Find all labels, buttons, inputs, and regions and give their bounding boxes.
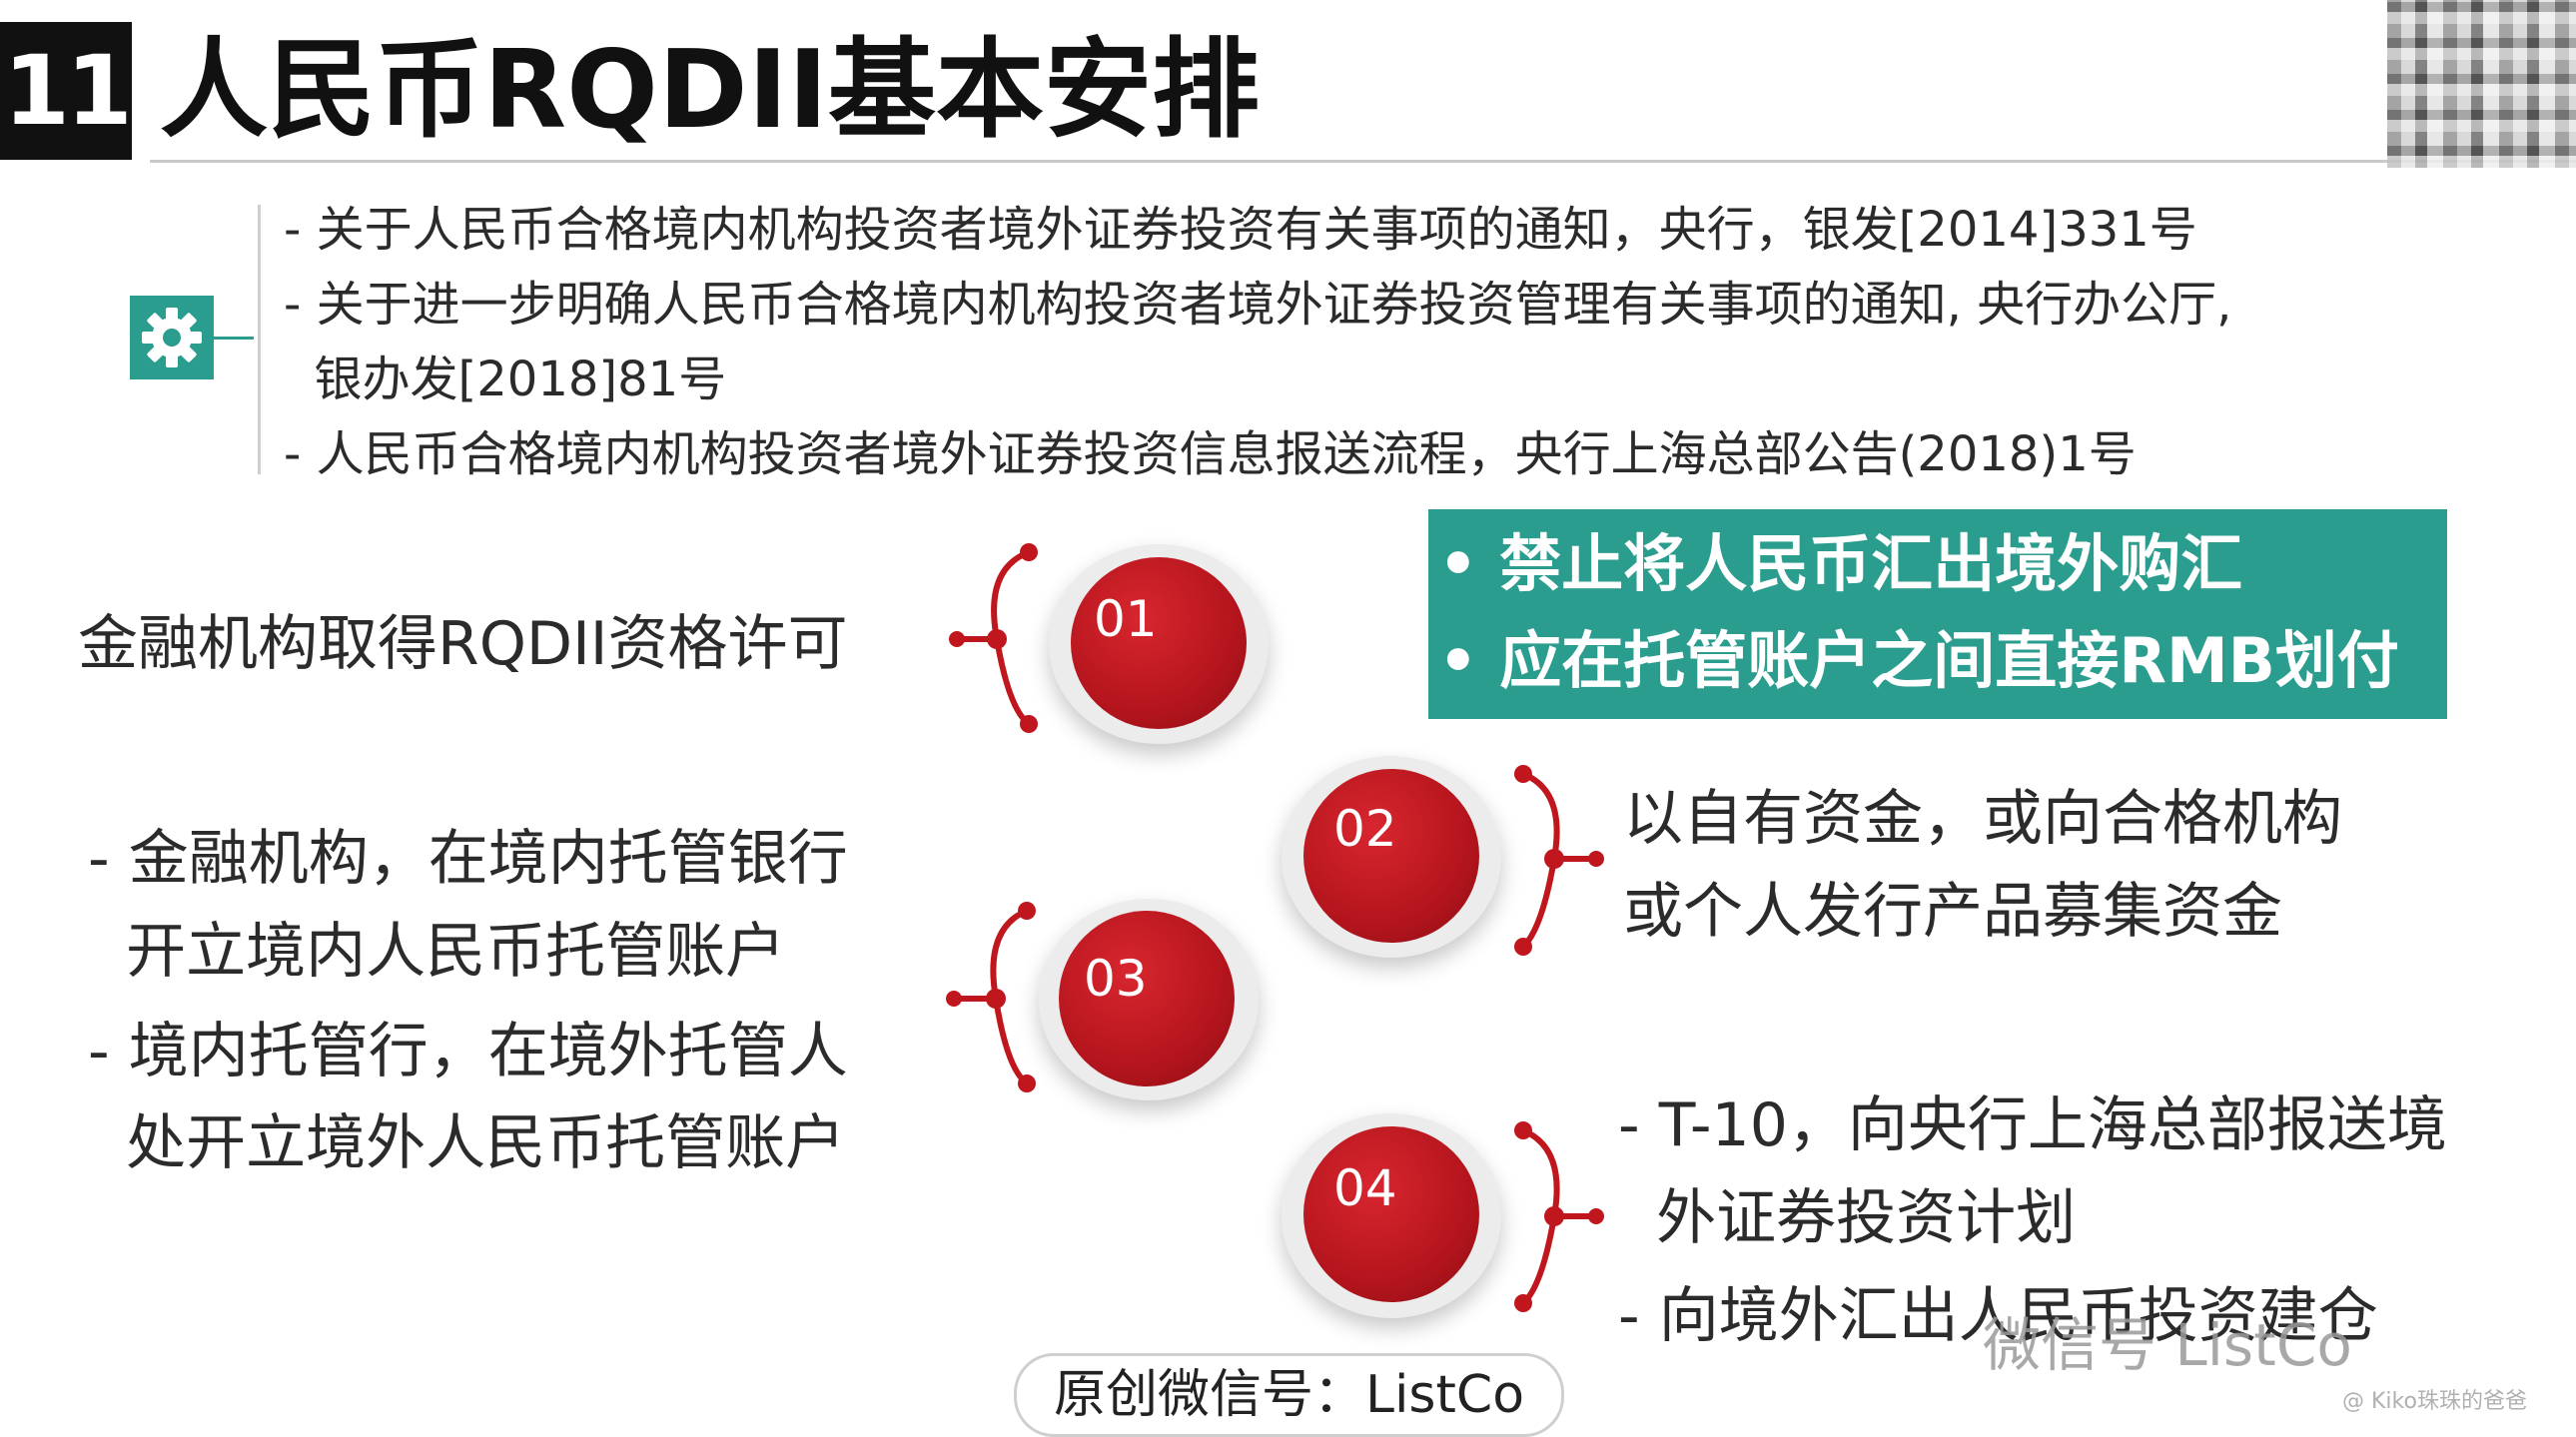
step-02-number: 02 bbox=[1333, 800, 1397, 858]
gear-icon bbox=[130, 296, 214, 379]
step-03-text: - 境内托管行，在境外托管人 bbox=[88, 1017, 848, 1086]
step-04-badge bbox=[1303, 1126, 1479, 1302]
step-01-text: 金融机构取得RQDII资格许可 bbox=[78, 609, 848, 679]
notice-line: • 应在托管账户之间直接RMB划付 bbox=[1438, 624, 2399, 697]
reference-item: 银办发[2018]81号 bbox=[284, 352, 727, 407]
step-03-badge bbox=[1059, 911, 1235, 1086]
notice-line: • 禁止将人民币汇出境外购汇 bbox=[1438, 527, 2243, 600]
step-03-number: 03 bbox=[1084, 950, 1148, 1008]
wechat-id-label: 原创微信号：ListCo bbox=[1014, 1353, 1564, 1437]
step-02-text: 或个人发行产品募集资金 bbox=[1623, 877, 2282, 947]
title-divider bbox=[150, 160, 2576, 163]
step-01-badge bbox=[1071, 557, 1247, 729]
notice-box bbox=[1428, 509, 2447, 719]
gear-connector bbox=[214, 337, 254, 340]
section-number: 11 bbox=[0, 22, 133, 160]
reference-bracket bbox=[258, 205, 261, 474]
step-03-text: 开立境内人民币托管账户 bbox=[88, 917, 786, 987]
reference-item: - 人民币合格境内机构投资者境外证券投资信息报送流程，央行上海总部公告(2018… bbox=[284, 426, 2137, 482]
step-04-text: - 向境外汇出人民币投资建仓 bbox=[1618, 1281, 2378, 1351]
step-04-text: 外证券投资计划 bbox=[1618, 1183, 2077, 1253]
step-04-text: - T-10，向央行上海总部报送境 bbox=[1618, 1090, 2447, 1160]
step-02-text: 以自有资金，或向合格机构 bbox=[1623, 784, 2342, 854]
reference-item: - 关于人民币合格境内机构投资者境外证券投资有关事项的通知，央行，银发[2014… bbox=[284, 202, 2197, 258]
step-01-number: 01 bbox=[1094, 590, 1158, 648]
step-02-badge bbox=[1303, 769, 1479, 943]
watermark: 微信号 ListCo bbox=[1983, 1311, 2352, 1379]
page-title: 人民币RQDII基本安排 bbox=[160, 28, 1260, 153]
step-03-text: 处开立境外人民币托管账户 bbox=[88, 1108, 846, 1178]
watermark-small: @ Kiko珠珠的爸爸 bbox=[2342, 1389, 2527, 1414]
qr-code-image bbox=[2387, 0, 2576, 168]
reference-item: - 关于进一步明确人民币合格境内机构投资者境外证券投资管理有关事项的通知, 央行… bbox=[284, 277, 2232, 333]
step-03-text: - 金融机构，在境内托管银行 bbox=[88, 824, 848, 894]
step-04-number: 04 bbox=[1333, 1159, 1397, 1217]
